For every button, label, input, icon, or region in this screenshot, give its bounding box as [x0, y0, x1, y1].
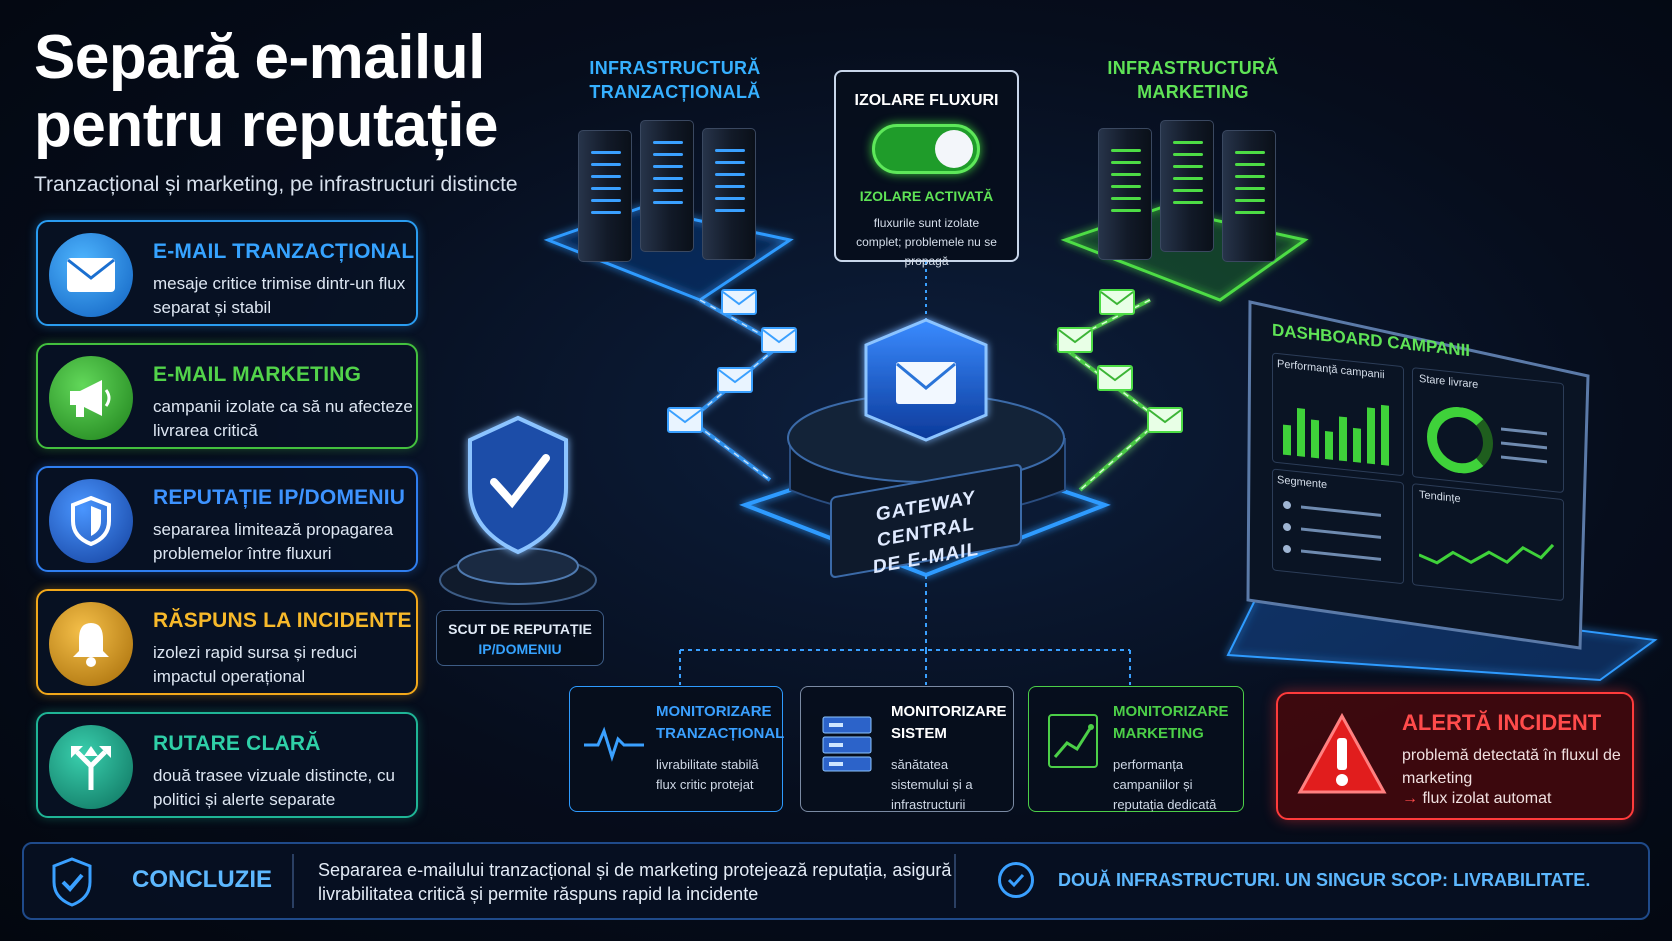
transactional-infra-label: INFRASTRUCTURĂ TRANZACȚIONALĂ	[589, 58, 761, 102]
dashboard-segments-panel: Segmente	[1272, 468, 1404, 585]
isolation-desc: fluxurile sunt izolate complet; probleme…	[856, 216, 997, 268]
card-title: RĂSPUNS LA INCIDENTE	[153, 609, 412, 632]
card-title: E-MAIL TRANZACȚIONAL	[153, 240, 415, 263]
monitor-system: MONITORIZARE SISTEM sănătatea sistemului…	[800, 686, 1014, 812]
conclusion-tagline: DOUĂ INFRASTRUCTURI. UN SINGUR SCOP: LIV…	[1058, 870, 1591, 890]
trend-chart-icon	[1048, 714, 1098, 768]
isolation-status: IZOLARE ACTIVATĂ	[859, 188, 994, 204]
isolation-panel: IZOLARE FLUXURI IZOLARE ACTIVATĂ fluxuri…	[834, 70, 1019, 268]
dashboard-delivery-panel: Stare livrare	[1412, 367, 1564, 494]
conclusion-label: CONCLUZIE	[132, 866, 272, 893]
alert-action-text: flux izolat automat	[1422, 790, 1552, 807]
shield-check-icon	[52, 857, 92, 907]
check-circle-icon	[998, 862, 1034, 898]
dashboard-screen: DASHBOARD CAMPANII Performanță campanii …	[1268, 312, 1568, 674]
trend-line	[1419, 543, 1555, 565]
isolation-title: IZOLARE FLUXURI	[854, 92, 999, 109]
pulse-icon	[584, 726, 644, 762]
alert-action: → flux izolat automat	[1402, 790, 1551, 808]
shield-label-plate: SCUT DE REPUTAȚIE IP/DOMENIU	[436, 610, 604, 666]
bell-icon	[49, 602, 133, 686]
card-title: RUTARE CLARĂ	[153, 732, 321, 755]
performance-bars	[1283, 391, 1393, 467]
monitor-desc: performanța campaniilor și reputația ded…	[1113, 757, 1217, 812]
warning-icon	[1297, 712, 1387, 794]
card-title: E-MAIL MARKETING	[153, 363, 362, 386]
conclusion-bar: CONCLUZIE Separarea e-mailului tranzacți…	[22, 842, 1650, 920]
marketing-envelopes	[1057, 289, 1183, 433]
monitor-title: MONITORIZARE SISTEM	[891, 703, 1007, 742]
segments-label: Segmente	[1277, 473, 1328, 492]
monitoring-connectors	[679, 575, 1131, 685]
card-desc: separarea limitează propagarea problemel…	[153, 520, 394, 563]
card-desc: izolezi rapid sursa și reduci impactul o…	[153, 643, 358, 686]
alert-title: ALERTĂ INCIDENT	[1402, 710, 1602, 735]
split-arrows-icon	[49, 725, 133, 809]
delivery-label: Stare livrare	[1419, 372, 1479, 392]
monitor-desc: sănătatea sistemului și a infrastructuri…	[891, 757, 973, 812]
dashboard-trends-panel: Tendințe	[1412, 483, 1564, 602]
title-line-1: Separă e-mailul	[34, 23, 485, 92]
card-ip-reputation: REPUTAȚIE IP/DOMENIU separarea limitează…	[36, 466, 418, 572]
server-stack-icon	[822, 716, 872, 772]
trends-label: Tendințe	[1419, 488, 1461, 506]
monitor-title: MONITORIZARE MARKETING	[1113, 703, 1229, 742]
dashboard-performance-panel: Performanță campanii	[1272, 352, 1404, 477]
alert-desc: problemă detectată în fluxul de marketin…	[1402, 747, 1621, 787]
shield-label-line-2: IP/DOMENIU	[478, 641, 562, 657]
transactional-envelopes	[667, 289, 797, 433]
monitor-title: MONITORIZARE TRANZACȚIONAL	[656, 703, 785, 742]
card-desc: mesaje critice trimise dintr-un flux sep…	[153, 274, 406, 317]
card-transactional-email: E-MAIL TRANZACȚIONAL mesaje critice trim…	[36, 220, 418, 326]
shield-label-line-1: SCUT DE REPUTAȚIE	[448, 621, 592, 637]
conclusion-text: Separarea e-mailului tranzacțional și de…	[318, 860, 952, 904]
marketing-servers	[1098, 120, 1288, 280]
toggle-knob	[935, 130, 973, 168]
monitor-desc: livrabilitate stabilă flux critic protej…	[656, 757, 759, 792]
card-desc: campanii izolate ca să nu afecteze livra…	[153, 397, 413, 440]
transactional-servers	[578, 120, 768, 280]
card-clear-routing: RUTARE CLARĂ două trasee vizuale distinc…	[36, 712, 418, 818]
page-title: Separă e-mailul pentru reputație	[34, 24, 498, 160]
envelope-icon	[49, 233, 133, 317]
incident-alert: ALERTĂ INCIDENT problemă detectată în fl…	[1276, 692, 1634, 820]
monitor-marketing: MONITORIZARE MARKETING performanța campa…	[1028, 686, 1244, 812]
title-line-2: pentru reputație	[34, 91, 498, 160]
megaphone-icon	[49, 356, 133, 440]
shield-label: SCUT DE REPUTAȚIE IP/DOMENIU	[437, 611, 603, 659]
card-desc: două trasee vizuale distincte, cu politi…	[153, 766, 395, 809]
isolation-toggle[interactable]	[872, 124, 980, 174]
marketing-infra-label: INFRASTRUCTURĂ MARKETING	[1107, 58, 1279, 102]
delivery-donut	[1427, 403, 1493, 477]
page-subtitle: Tranzacțional și marketing, pe infrastru…	[34, 173, 518, 196]
monitor-transactional: MONITORIZARE TRANZACȚIONAL livrabilitate…	[569, 686, 785, 812]
card-marketing-email: E-MAIL MARKETING campanii izolate ca să …	[36, 343, 418, 449]
card-incident-response: RĂSPUNS LA INCIDENTE izolezi rapid sursa…	[36, 589, 418, 695]
reputation-shield	[439, 415, 597, 605]
shield-icon	[49, 479, 133, 563]
card-title: REPUTAȚIE IP/DOMENIU	[153, 486, 406, 509]
performance-label: Performanță campanii	[1277, 357, 1385, 382]
arrow-right-icon: →	[1402, 790, 1418, 807]
